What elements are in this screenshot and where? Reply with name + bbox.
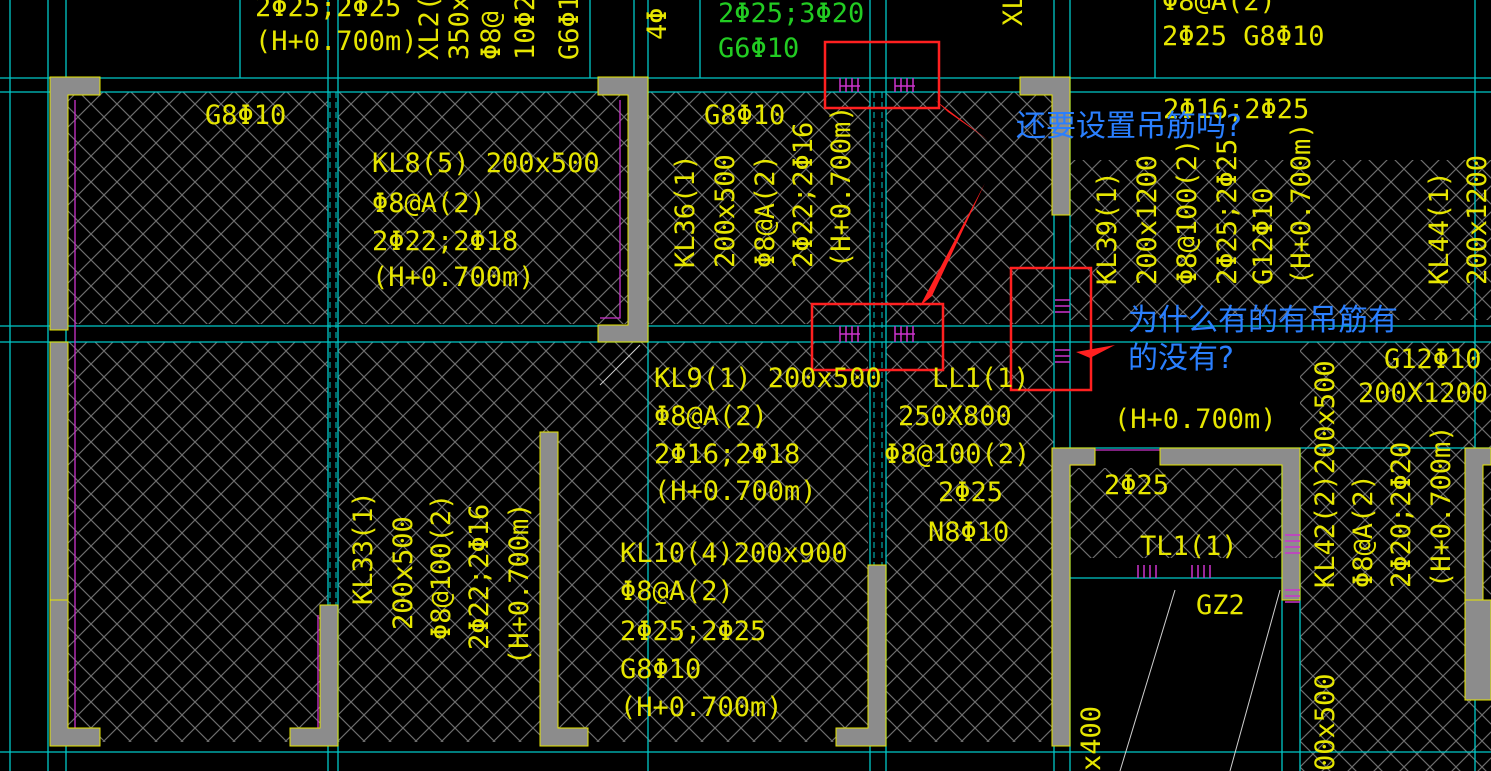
svg-text:2Φ22;2Φ16: 2Φ22;2Φ16 <box>788 122 819 268</box>
svg-text:2Φ25: 2Φ25 <box>938 477 1003 508</box>
svg-text:2Φ25;2Φ25: 2Φ25;2Φ25 <box>620 616 766 647</box>
svg-text:(H+0.700m): (H+0.700m) <box>620 692 783 723</box>
svg-text:(H+0.700m): (H+0.700m) <box>255 26 418 57</box>
svg-text:Φ8@A(2): Φ8@A(2) <box>1162 0 1276 17</box>
svg-text:Φ8@100(2): Φ8@100(2) <box>1172 139 1203 285</box>
beam-label-kl8: KL8(5) 200x500 Φ8@A(2) 2Φ22;2Φ18 (H+0.70… <box>372 148 600 293</box>
svg-text:LL1(1): LL1(1) <box>932 363 1030 394</box>
svg-text:200x500: 200x500 <box>388 516 419 630</box>
beam-label-g8-left: G8Φ10 <box>205 100 286 131</box>
svg-text:(H+0.700m): (H+0.700m) <box>1426 425 1457 588</box>
svg-text:G6Φ1: G6Φ1 <box>554 0 585 60</box>
beam-label-g8-mid: G8Φ10 <box>704 100 785 131</box>
svg-text:Φ8@A(2): Φ8@A(2) <box>372 188 486 219</box>
svg-text:2Φ16;2Φ18: 2Φ16;2Φ18 <box>654 439 800 470</box>
arrow-to-top-box <box>935 100 988 140</box>
annotation-question-why-line2: 的没有? <box>1128 341 1234 376</box>
svg-text:KL44(1): KL44(1) <box>1424 171 1455 285</box>
svg-text:Φ8@100(2): Φ8@100(2) <box>884 439 1030 470</box>
svg-text:KL9(1) 200x500: KL9(1) 200x500 <box>654 363 882 394</box>
beam-labels: G8Φ10 KL8(5) 200x500 Φ8@A(2) 2Φ22;2Φ18 (… <box>205 94 1491 771</box>
arrow-to-right-box <box>1076 345 1115 358</box>
svg-text:Φ8@A(2): Φ8@A(2) <box>750 154 781 268</box>
beam-label-tl1: TL1(1) <box>1140 531 1238 562</box>
svg-text:Φ8@100(2): Φ8@100(2) <box>426 494 457 640</box>
svg-text:N8Φ10: N8Φ10 <box>928 517 1009 548</box>
column-label-gz2: GZ2 <box>1196 590 1245 621</box>
svg-text:2Φ25;2Φ25: 2Φ25;2Φ25 <box>1212 139 1243 285</box>
beam-label-kl42: KL42(2)200x500 Φ8@A(2) 2Φ20;2Φ20 (H+0.70… <box>1310 360 1457 588</box>
svg-text:(H+0.700m): (H+0.700m) <box>504 502 535 665</box>
highlight-box-middle <box>810 302 945 372</box>
svg-text:(H+0.700m): (H+0.700m) <box>372 262 535 293</box>
top-fragments: 2Φ25;2Φ25 (H+0.700m) XL2(1) 350x Φ8@ 10Φ… <box>255 0 1325 64</box>
svg-text:XL2(1): XL2(1) <box>414 0 445 60</box>
svg-text:10Φ2: 10Φ2 <box>510 0 541 60</box>
stair-lines <box>599 344 1281 771</box>
svg-text:350x: 350x <box>444 0 475 60</box>
svg-text:4Φ: 4Φ <box>642 7 673 40</box>
highlight-boxes <box>810 40 1093 392</box>
stirrup-marks <box>839 78 1300 603</box>
slab-hatch <box>66 92 1491 771</box>
beam-label-kl44: KL44(1) 200x1200 <box>1424 155 1491 285</box>
annotation-question-hanger: 还要设置吊筋吗? <box>1016 109 1242 144</box>
beam-label-kl10: KL10(4)200x900 Φ8@A(2) 2Φ25;2Φ25 G8Φ10 (… <box>620 538 848 723</box>
svg-text:G6Φ10: G6Φ10 <box>718 33 799 64</box>
callout-arrows <box>920 100 1115 358</box>
svg-text:250X800: 250X800 <box>898 401 1012 432</box>
svg-text:200x1200: 200x1200 <box>1462 155 1491 285</box>
svg-text:2Φ25 G8Φ10: 2Φ25 G8Φ10 <box>1162 21 1325 52</box>
beam-label-bottom-x400: x400 <box>1076 706 1107 771</box>
arrow-to-middle-box <box>920 183 985 306</box>
svg-text:2Φ22;2Φ18: 2Φ22;2Φ18 <box>372 226 518 257</box>
svg-text:G8Φ10: G8Φ10 <box>620 654 701 685</box>
svg-text:(H+0.700m): (H+0.700m) <box>654 476 817 507</box>
svg-text:2Φ25;2Φ25: 2Φ25;2Φ25 <box>255 0 401 23</box>
svg-text:KL33(1): KL33(1) <box>348 491 379 605</box>
svg-text:200x500: 200x500 <box>710 154 741 268</box>
svg-text:Φ8@A(2): Φ8@A(2) <box>654 401 768 432</box>
svg-text:(H+0.700m): (H+0.700m) <box>1286 122 1317 285</box>
beam-label-bottom-x500: 00x500 <box>1310 673 1341 771</box>
beam-label-top-right-rebar: 2Φ16;2Φ25 <box>1163 94 1309 125</box>
beam-label-kl33: KL33(1) 200x500 Φ8@100(2) 2Φ22;2Φ16 (H+0… <box>348 491 535 665</box>
svg-text:Φ8@A(2): Φ8@A(2) <box>620 576 734 607</box>
svg-text:200x1200: 200x1200 <box>1132 155 1163 285</box>
highlight-box-top <box>823 40 941 110</box>
svg-text:G12Φ10: G12Φ10 <box>1384 344 1482 375</box>
beam-label-g12: G12Φ10 200X1200 <box>1358 344 1488 409</box>
beam-label-2phi25: 2Φ25 <box>1104 470 1169 501</box>
svg-text:Φ8@: Φ8@ <box>476 11 507 60</box>
beam-label-h-right: (H+0.700m) <box>1114 404 1277 435</box>
highlight-box-right <box>1009 266 1093 392</box>
svg-text:G12Φ10: G12Φ10 <box>1248 187 1279 285</box>
beam-label-kl9: KL9(1) 200x500 Φ8@A(2) 2Φ16;2Φ18 (H+0.70… <box>654 363 882 507</box>
columns <box>49 76 1491 747</box>
annotation-question-why-line1: 为什么有的有吊筋有 <box>1128 303 1398 338</box>
beam-label-ll1: LL1(1) 250X800 Φ8@100(2) 2Φ25 N8Φ10 <box>884 363 1030 548</box>
svg-text:Φ8@A(2): Φ8@A(2) <box>1348 474 1379 588</box>
beam-label-kl39: KL39(1) 200x1200 Φ8@100(2) 2Φ25;2Φ25 G12… <box>1092 122 1317 285</box>
svg-text:2Φ22;2Φ16: 2Φ22;2Φ16 <box>464 504 495 650</box>
svg-text:KL39(1): KL39(1) <box>1092 171 1123 285</box>
svg-text:XL: XL <box>998 0 1029 26</box>
svg-text:KL8(5) 200x500: KL8(5) 200x500 <box>372 148 600 179</box>
svg-text:KL36(1): KL36(1) <box>670 154 701 268</box>
beam-label-kl36: KL36(1) 200x500 Φ8@A(2) 2Φ22;2Φ16 (H+0.7… <box>670 105 857 268</box>
svg-text:2Φ20;2Φ20: 2Φ20;2Φ20 <box>1386 442 1417 588</box>
svg-text:200X1200: 200X1200 <box>1358 378 1488 409</box>
svg-text:2Φ25;3Φ20: 2Φ25;3Φ20 <box>718 0 864 29</box>
svg-text:KL10(4)200x900: KL10(4)200x900 <box>620 538 848 569</box>
svg-text:(H+0.700m): (H+0.700m) <box>826 105 857 268</box>
svg-text:KL42(2)200x500: KL42(2)200x500 <box>1310 360 1341 588</box>
